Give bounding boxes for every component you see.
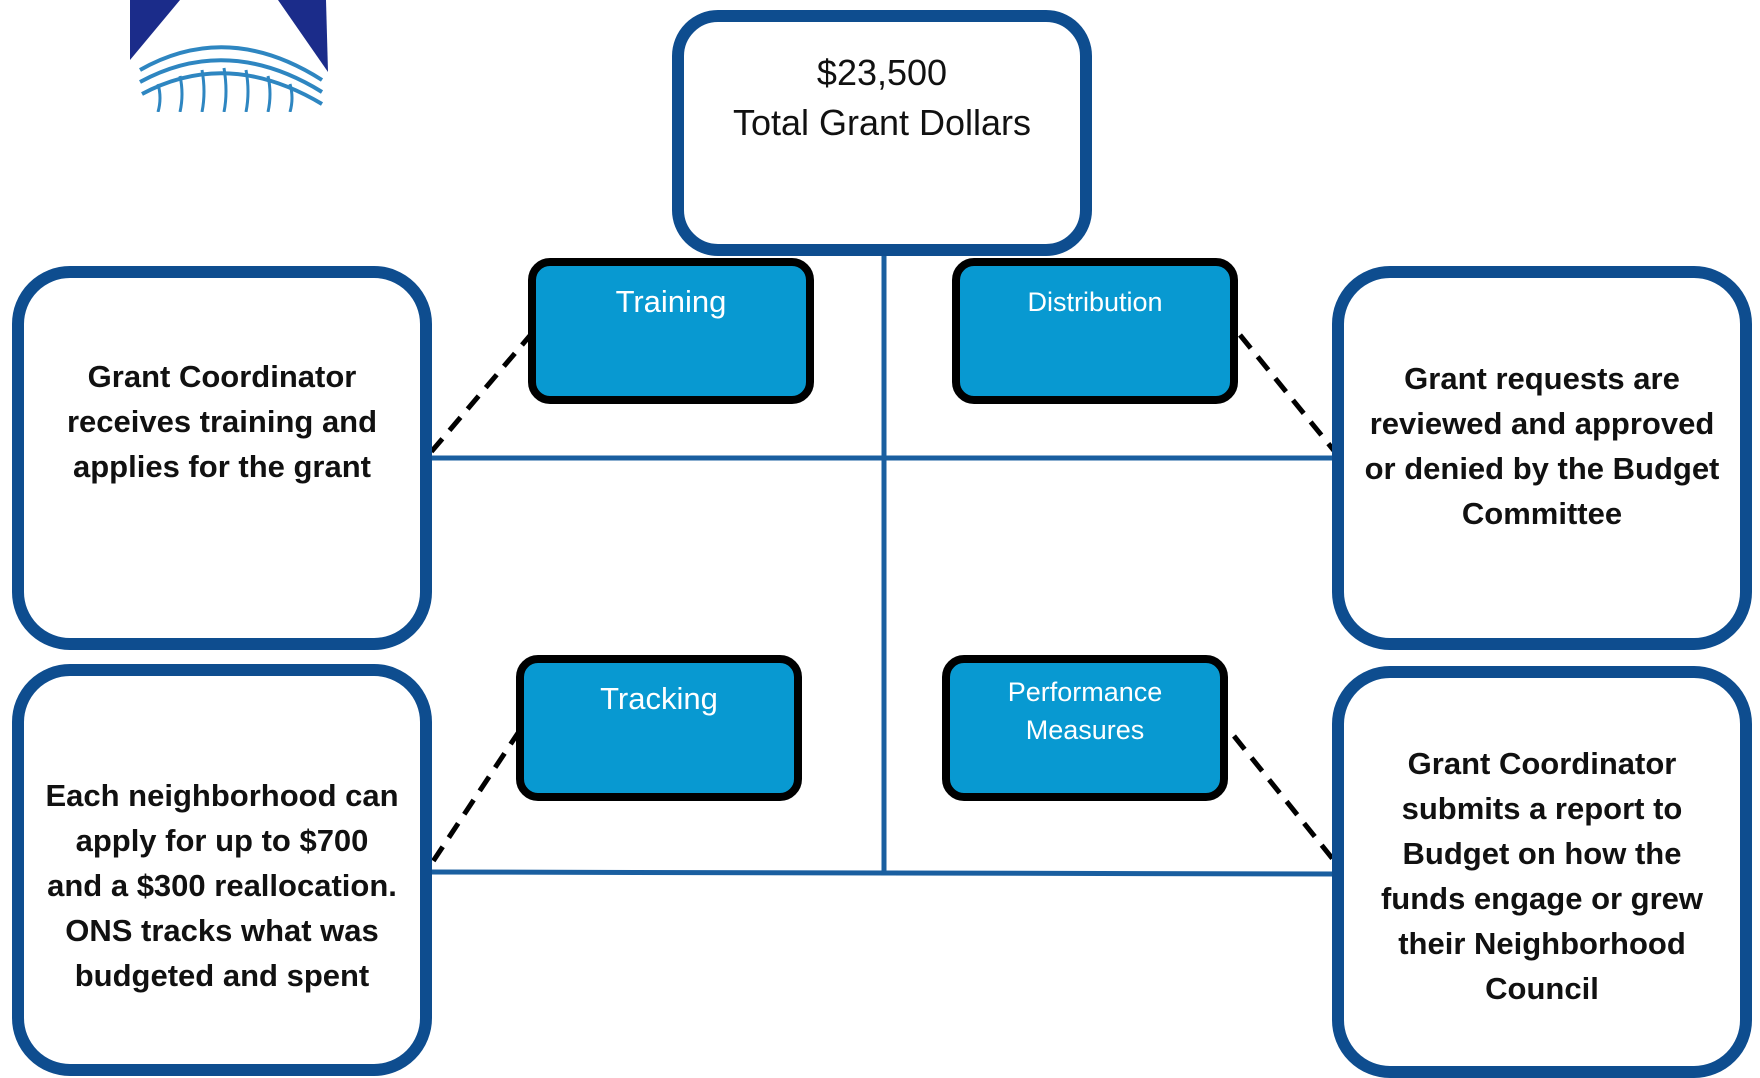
tracking-description: Each neighborhood can apply for up to $7… bbox=[45, 777, 399, 993]
total-grant-box: $23,500 Total Grant Dollars bbox=[672, 10, 1092, 256]
distribution-label: Distribution bbox=[1027, 287, 1163, 317]
distribution-description: Grant requests are reviewed and approved… bbox=[1364, 361, 1720, 531]
lower-horizontal-connector bbox=[425, 869, 1341, 877]
training-description: Grant Coordinator receives training and … bbox=[66, 358, 378, 484]
training-dashed-connector bbox=[424, 330, 535, 460]
distribution-category-box: Distribution bbox=[952, 258, 1238, 404]
training-description-box: Grant Coordinator receives training and … bbox=[12, 266, 432, 650]
total-grant-amount: $23,500 bbox=[816, 52, 948, 93]
training-label: Training bbox=[615, 284, 727, 319]
tracking-category-box: Tracking bbox=[516, 655, 802, 801]
performance-label-line2: Measures bbox=[1025, 715, 1145, 745]
organization-logo bbox=[130, 0, 328, 112]
performance-label-line1: Performance bbox=[1007, 677, 1163, 707]
tracking-label: Tracking bbox=[600, 681, 718, 716]
tracking-description-box: Each neighborhood can apply for up to $7… bbox=[12, 664, 432, 1076]
total-grant-caption: Total Grant Dollars bbox=[732, 102, 1032, 143]
performance-description: Grant Coordinator submits a report to Bu… bbox=[1380, 746, 1704, 1006]
tracking-dashed-connector bbox=[423, 728, 523, 874]
distribution-description-box: Grant requests are reviewed and approved… bbox=[1332, 266, 1752, 650]
distribution-dashed-connector bbox=[1238, 333, 1342, 460]
training-category-box: Training bbox=[528, 258, 814, 404]
performance-dashed-connector bbox=[1232, 734, 1342, 870]
performance-description-box: Grant Coordinator submits a report to Bu… bbox=[1332, 666, 1752, 1078]
performance-measures-category-box: Performance Measures bbox=[942, 655, 1228, 801]
